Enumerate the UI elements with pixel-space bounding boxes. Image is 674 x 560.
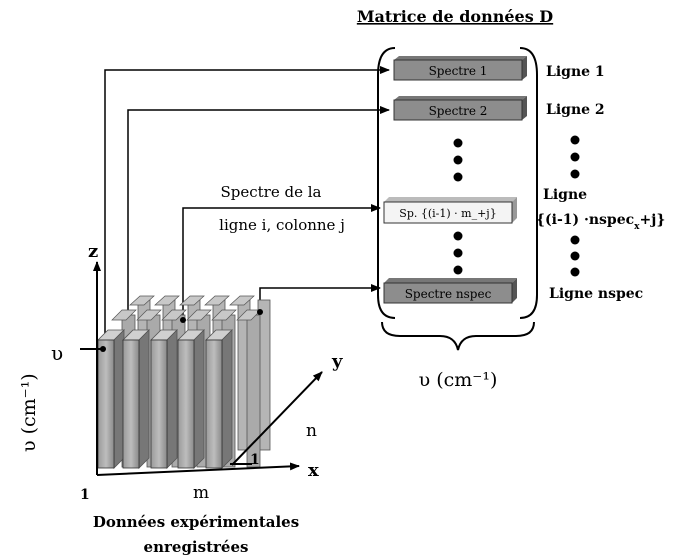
ellipsis-dots-lower — [453, 231, 463, 275]
spectrum-bar-2 — [393, 99, 523, 121]
y-label: y — [331, 351, 343, 372]
spectrum-label-2: Spectre 2 — [429, 104, 488, 118]
matrix-left-bracket — [377, 47, 396, 319]
ellipsis-dots-upper — [453, 138, 463, 182]
spectrum-bar-i — [383, 201, 513, 224]
spectrum-label-i: Sp. {(i-1) · m_+j} — [399, 207, 496, 220]
arrow-to-row-1 — [104, 66, 390, 340]
nu-label: υ — [51, 341, 63, 365]
line-label-i-2: {(i-1) ·nspecx+j} — [536, 212, 665, 232]
selected-pixel-marker — [180, 317, 186, 323]
ellipsis-dots-right-lower — [570, 235, 580, 277]
arrow-to-row-i — [182, 204, 381, 320]
one-label-bottom: 1 — [80, 487, 90, 503]
cube-caption-1: Données expérimentales — [93, 513, 299, 531]
cube-caption-2: enregistrées — [144, 538, 249, 556]
matrix-title: Matrice de données D — [357, 7, 553, 26]
cube-front-row — [97, 329, 233, 469]
line-label-2: Ligne 2 — [546, 102, 605, 118]
spectrum-label-nspec: Spectre nspec — [405, 287, 492, 301]
n-label: n — [306, 421, 317, 441]
annotation-line-1: Spectre de la — [221, 183, 322, 201]
cube-top-faces — [111, 295, 262, 321]
x-axis — [96, 462, 300, 476]
one-label-x: 1 — [250, 452, 260, 468]
nu-dot — [100, 346, 106, 352]
nu-axis-label: υ (cm⁻¹) — [18, 373, 40, 452]
ellipsis-dots-right-upper — [570, 135, 580, 179]
matrix-right-bracket — [519, 47, 538, 319]
annotation-line-2: ligne i, colonne j — [219, 216, 345, 234]
z-label: z — [88, 241, 98, 262]
arrow-to-row-nspec — [259, 284, 381, 312]
line-label-i-1: Ligne — [543, 187, 587, 203]
spectrum-bar-1 — [393, 59, 523, 81]
matrix-row-1: Spectre 1 — [393, 56, 527, 81]
matrix-bottom-brace — [381, 321, 535, 351]
line-label-nspec: Ligne nspec — [549, 286, 643, 302]
line-label-1: Ligne 1 — [546, 64, 605, 80]
y-axis — [231, 371, 323, 466]
matrix-row-nspec: Spectre nspec — [383, 278, 517, 304]
m-label: m — [193, 483, 209, 503]
matrix-row-i: Sp. {(i-1) · m_+j} — [383, 197, 517, 224]
connector-arrows — [104, 66, 390, 340]
arrow-to-row-2 — [127, 106, 390, 326]
brace-label: υ (cm⁻¹) — [419, 369, 498, 391]
spectrum-bar-nspec — [383, 282, 513, 304]
matrix-row-2: Spectre 2 — [393, 96, 527, 121]
nspec-pixel-marker — [257, 309, 263, 315]
spectrum-label-1: Spectre 1 — [429, 64, 488, 78]
data-cube — [97, 295, 271, 469]
x-label: x — [308, 460, 319, 481]
